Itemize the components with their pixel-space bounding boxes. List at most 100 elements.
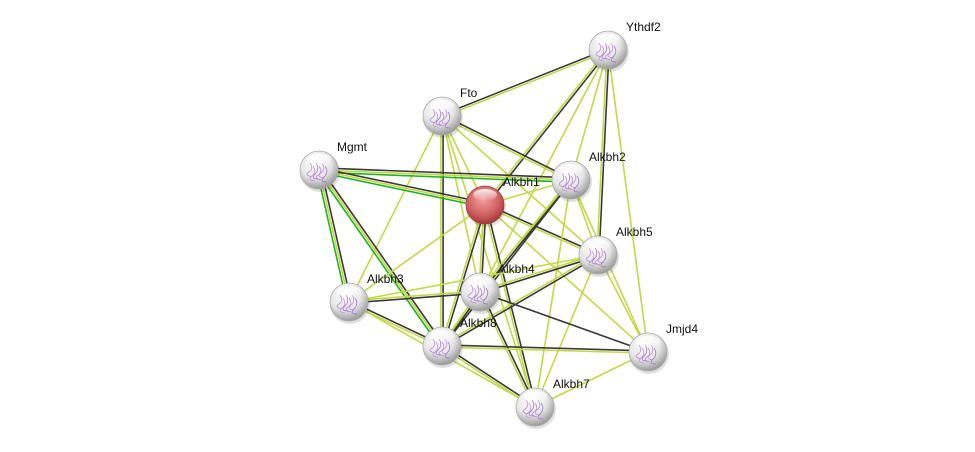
edge-evidence-yellow bbox=[484, 204, 649, 353]
edge-evidence-black bbox=[442, 344, 649, 352]
protein-structure-icon bbox=[306, 162, 328, 183]
node-jmjd4[interactable]: Jmjd4 bbox=[628, 322, 698, 374]
edge-evidence-black bbox=[598, 50, 610, 256]
edge-evidence-black bbox=[320, 168, 445, 346]
edge-evidence-yellow bbox=[570, 49, 609, 181]
node-ythdf2[interactable]: Ythdf2 bbox=[588, 20, 661, 72]
protein-structure-icon bbox=[522, 399, 544, 420]
edge-evidence-yellow bbox=[348, 115, 443, 303]
node-label: Alkbh1 bbox=[503, 175, 540, 189]
edge-evidence-yellow bbox=[479, 253, 598, 292]
edge-mgmt-alkbh3[interactable] bbox=[316, 169, 352, 303]
edge-alkbh1-alkbh8[interactable] bbox=[440, 204, 487, 347]
edge-alkbh4-alkbh3[interactable] bbox=[348, 290, 481, 304]
edge-evidence-yellow bbox=[441, 115, 481, 293]
edge-fto-alkbh5[interactable] bbox=[441, 115, 599, 256]
node-alkbh4[interactable]: Alkbh4 bbox=[460, 262, 535, 314]
edge-evidence-yellow bbox=[534, 179, 572, 408]
edge-jmjd4-alkbh7[interactable] bbox=[534, 351, 649, 408]
edge-evidence-black bbox=[319, 167, 572, 179]
node-highlight bbox=[636, 336, 660, 348]
node-highlight bbox=[596, 34, 620, 46]
node-fto[interactable]: Fto bbox=[422, 86, 478, 138]
edge-fto-alkbh4[interactable] bbox=[441, 115, 481, 293]
edge-evidence-yellow bbox=[318, 169, 350, 303]
edge-evidence-yellow bbox=[484, 205, 598, 257]
edge-alkbh1-alkbh5[interactable] bbox=[484, 203, 599, 257]
edge-evidence-black bbox=[319, 167, 486, 204]
node-label: Alkbh4 bbox=[498, 262, 535, 276]
node-label: Mgmt bbox=[337, 140, 368, 154]
edge-evidence-yellow bbox=[441, 253, 598, 346]
node-highlight bbox=[586, 239, 610, 251]
node-highlight bbox=[468, 276, 492, 288]
edge-evidence-green bbox=[318, 171, 571, 183]
edge-evidence-yellow bbox=[348, 290, 480, 302]
edge-mgmt-alkbh2[interactable] bbox=[318, 167, 572, 183]
edge-evidence-yellow bbox=[607, 49, 649, 353]
edge-alkbh5-alkbh7[interactable] bbox=[534, 254, 599, 408]
edge-evidence-yellow bbox=[348, 204, 486, 303]
edge-evidence-black bbox=[485, 203, 599, 255]
edge-ythdf2-alkbh2[interactable] bbox=[570, 49, 609, 181]
edge-evidence-yellow bbox=[534, 254, 599, 408]
node-alkbh3[interactable]: Alkbh3 bbox=[329, 272, 404, 324]
edge-alkbh5-alkbh8[interactable] bbox=[441, 253, 599, 348]
edge-alkbh1-alkbh3[interactable] bbox=[348, 204, 486, 303]
edge-alkbh8-jmjd4[interactable] bbox=[441, 344, 649, 354]
edge-evidence-yellow bbox=[318, 169, 572, 181]
edge-alkbh2-alkbh7[interactable] bbox=[534, 179, 572, 408]
protein-structure-icon bbox=[429, 108, 451, 129]
node-highlight bbox=[337, 286, 361, 298]
edge-evidence-yellow bbox=[318, 169, 443, 347]
node-label: Ythdf2 bbox=[626, 20, 661, 34]
edge-ythdf2-jmjd4[interactable] bbox=[607, 49, 649, 353]
node-alkbh7[interactable]: Alkbh7 bbox=[515, 377, 590, 429]
edge-evidence-yellow bbox=[440, 204, 485, 346]
edge-evidence-black bbox=[442, 114, 572, 180]
edge-evidence-black bbox=[485, 204, 537, 407]
node-highlight bbox=[473, 189, 497, 201]
edge-evidence-black bbox=[349, 292, 481, 304]
edge-evidence-yellow bbox=[534, 351, 649, 408]
edge-fto-alkbh3[interactable] bbox=[348, 115, 443, 303]
edge-fto-alkbh8[interactable] bbox=[440, 116, 444, 346]
edge-evidence-yellow bbox=[478, 178, 571, 292]
edge-evidence-yellow bbox=[596, 49, 608, 255]
edge-evidence-black bbox=[480, 255, 599, 294]
edge-alkbh5-alkbh4[interactable] bbox=[479, 253, 599, 294]
node-label: Alkbh8 bbox=[460, 316, 497, 330]
protein-structure-icon bbox=[595, 42, 617, 63]
node-highlight bbox=[559, 164, 583, 176]
edge-evidence-yellow bbox=[442, 50, 609, 118]
protein-structure-icon bbox=[336, 294, 358, 315]
edge-alkbh1-jmjd4[interactable] bbox=[484, 204, 649, 353]
edge-fto-alkbh7[interactable] bbox=[441, 115, 536, 408]
node-highlight bbox=[430, 330, 454, 342]
edge-evidence-green bbox=[316, 170, 441, 348]
edge-alkbh4-jmjd4[interactable] bbox=[479, 291, 649, 353]
edge-evidence-yellow bbox=[441, 346, 648, 354]
node-label: Alkbh2 bbox=[589, 150, 626, 164]
node-alkbh8[interactable]: Alkbh8 bbox=[422, 316, 497, 368]
edge-ythdf2-alkbh4[interactable] bbox=[479, 49, 609, 293]
node-alkbh2[interactable]: Alkbh2 bbox=[551, 150, 626, 202]
node-label: Alkbh3 bbox=[367, 272, 404, 286]
node-highlight bbox=[430, 100, 454, 112]
edge-fto-ythdf2[interactable] bbox=[441, 48, 609, 118]
node-label: Fto bbox=[460, 86, 478, 100]
node-mgmt[interactable]: Mgmt bbox=[299, 140, 368, 192]
edge-mgmt-alkbh1[interactable] bbox=[318, 167, 486, 208]
protein-structure-icon bbox=[467, 284, 489, 305]
node-alkbh1[interactable]: Alkbh1 bbox=[465, 175, 540, 227]
protein-structure-icon bbox=[635, 344, 657, 365]
edge-evidence-yellow bbox=[441, 116, 571, 182]
edge-mgmt-alkbh8[interactable] bbox=[316, 168, 445, 348]
edge-evidence-black bbox=[442, 255, 599, 348]
node-alkbh5[interactable]: Alkbh5 bbox=[578, 225, 653, 277]
edge-ythdf2-alkbh5[interactable] bbox=[596, 49, 610, 256]
node-highlight bbox=[523, 391, 547, 403]
edge-fto-alkbh2[interactable] bbox=[441, 114, 572, 182]
node-label: Alkbh7 bbox=[553, 377, 590, 391]
